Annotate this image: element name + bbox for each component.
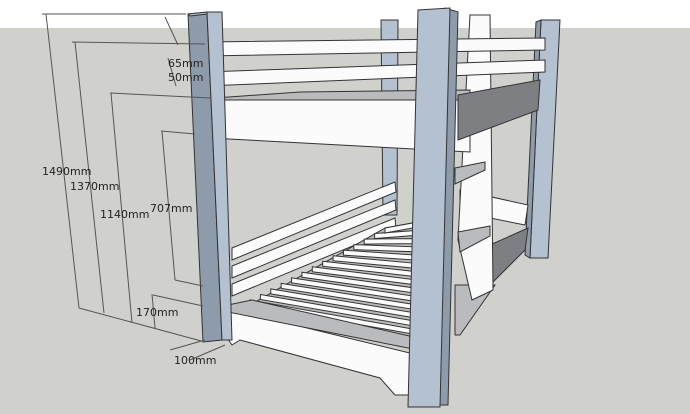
dim-label-1490mm: 1490mm	[42, 165, 91, 178]
dim-label-170mm: 170mm	[136, 306, 178, 319]
dim-label-707mm: 707mm	[150, 202, 192, 215]
back-right-post	[524, 19, 561, 259]
dim-label-50mm: 50mm	[168, 71, 203, 84]
front-right-post	[407, 7, 459, 408]
dim-label-1370mm: 1370mm	[70, 180, 119, 193]
lower-bed-guard-rails	[231, 181, 397, 297]
lower-bed-slat	[363, 238, 419, 245]
ladder	[454, 14, 494, 301]
dimension-lines	[42, 13, 226, 361]
dim-label-65mm: 65mm	[168, 57, 203, 70]
upper-bed	[204, 37, 546, 153]
dim-label-1140mm: 1140mm	[100, 208, 149, 221]
dim-label-100mm: 100mm	[174, 354, 216, 367]
front-left-post	[186, 11, 233, 343]
